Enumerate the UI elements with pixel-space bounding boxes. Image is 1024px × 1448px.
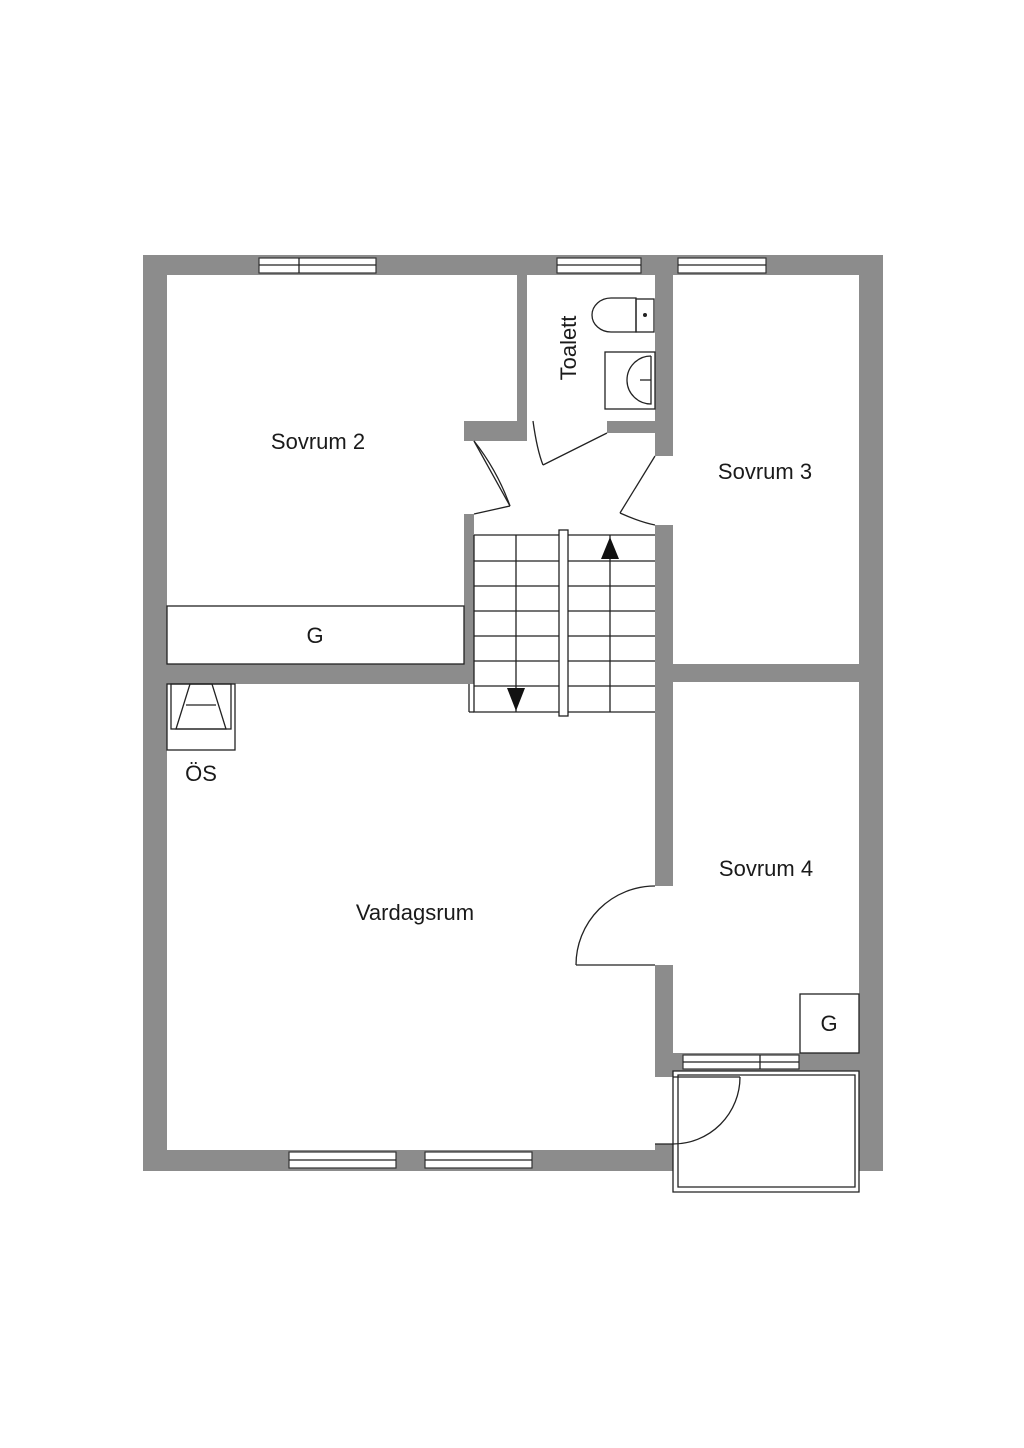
- fireplace-icon: [166, 683, 236, 751]
- fixture-label-garderob-sovrum-4: G: [820, 1011, 837, 1036]
- wall-toalett-sovrum3-upper: [655, 275, 673, 456]
- stair-down-arrow-icon: [507, 688, 525, 711]
- outer-wall-top: [143, 255, 883, 275]
- stair-up-arrow-icon: [601, 537, 619, 559]
- door-sovrum-3: [619, 455, 656, 526]
- wall-entry-right-stub: [655, 1144, 673, 1171]
- outer-wall-bottom: [143, 1150, 673, 1171]
- room-label-sovrum-4: Sovrum 4: [719, 856, 813, 881]
- staircase: [468, 529, 655, 717]
- entry-vestibule: [672, 1070, 860, 1193]
- door-entry: [655, 1076, 741, 1145]
- fixture-label-garderob-sovrum-2: G: [306, 623, 323, 648]
- wall-vardagsrum-sovrum4-a: [655, 682, 673, 886]
- door-sovrum-4: [575, 885, 656, 966]
- wall-sovrum3-sovrum4: [655, 664, 859, 682]
- wall-stair-left: [464, 514, 474, 684]
- toilet-icon: [591, 297, 637, 333]
- room-label-toalett: Toalett: [556, 316, 581, 381]
- room-label-vardagsrum: Vardagsrum: [356, 900, 474, 925]
- garderob-sovrum-2-box: [166, 605, 465, 665]
- wall-toalett-bottom-stub: [607, 421, 673, 433]
- door-sovrum-2: [473, 440, 511, 515]
- fixture-label-oppen-spis: ÖS: [185, 761, 217, 786]
- wall-vardagsrum-sovrum4-b: [655, 965, 673, 1077]
- labels: Sovrum 2 Toalett Sovrum 3 Sovrum 4 Varda…: [185, 316, 837, 1036]
- door-toalett: [532, 420, 608, 466]
- wall-sovrum2-toalett: [517, 275, 527, 421]
- toalett-fixtures: [591, 297, 656, 410]
- wall-sovrum2-vardagsrum: [167, 664, 474, 684]
- walls: [143, 255, 883, 1171]
- outer-wall-left: [143, 255, 167, 1171]
- built-ins: [166, 605, 860, 1054]
- sink-icon: [604, 351, 656, 410]
- windows: [258, 257, 800, 1169]
- room-label-sovrum-3: Sovrum 3: [718, 459, 812, 484]
- wall-sovrum3-left-lower: [655, 525, 673, 664]
- outer-wall-right: [859, 255, 883, 1171]
- garderob-sovrum-4-box: [799, 993, 860, 1054]
- doors: [473, 420, 741, 1145]
- room-label-sovrum-2: Sovrum 2: [271, 429, 365, 454]
- wall-sovrum2-bottom-stub: [464, 421, 527, 441]
